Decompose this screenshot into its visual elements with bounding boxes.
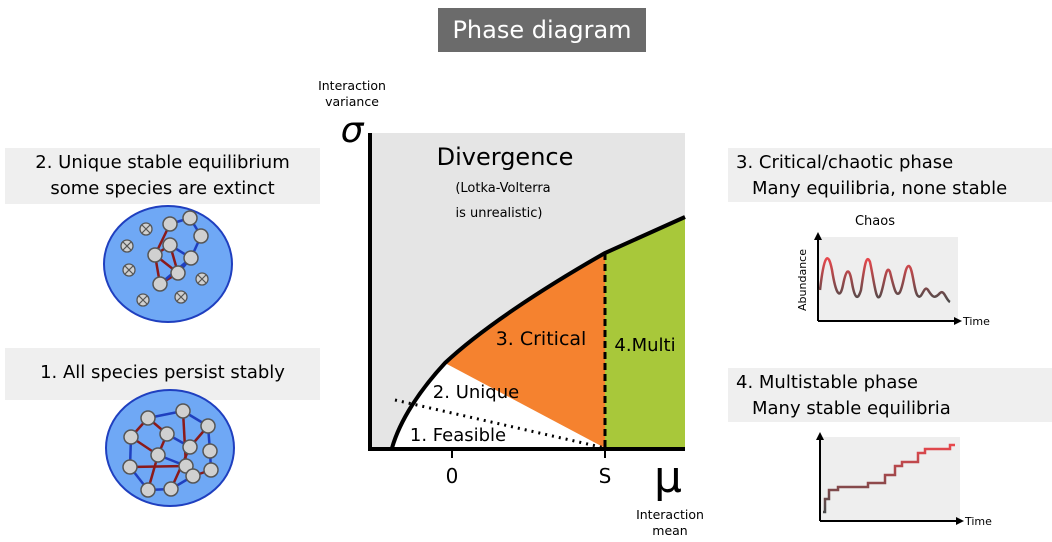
tick-label-s: S <box>599 464 612 488</box>
divergence-note-line2: is unrealistic) <box>456 206 543 221</box>
feasible-label: 1. Feasible <box>410 425 506 446</box>
phase-boundary-curve <box>390 215 686 449</box>
persist-caption: 1. All species persist stably <box>5 348 320 400</box>
y-axis-symbol: σ <box>341 110 365 151</box>
network-persist <box>105 389 235 507</box>
unique-caption: 2. Unique stable equilibrium some specie… <box>5 148 320 204</box>
multi-label: 4.Multi <box>614 335 675 356</box>
critical-region <box>445 253 605 448</box>
critical-caption: 3. Critical/chaotic phase Many equilibri… <box>728 148 1052 202</box>
abundance-label: Abundance <box>796 249 809 311</box>
y-axis-label-line2: variance <box>325 94 379 109</box>
multistable-series-line <box>823 443 955 514</box>
multi-caption: 4. Multistable phase Many stable equilib… <box>728 368 1052 422</box>
persist-caption-text: 1. All species persist stably <box>40 362 285 383</box>
multistable-region <box>605 217 685 448</box>
critical-caption-line2: Many equilibria, none stable <box>752 178 1008 199</box>
time-label: Time <box>962 315 990 328</box>
feasible-boundary-line <box>394 398 606 450</box>
diagram-title: Phase diagram <box>438 8 646 52</box>
unique-caption-line1: 2. Unique stable equilibrium <box>35 152 290 173</box>
unique-label: 2. Unique <box>433 382 519 403</box>
network-unique <box>103 205 233 323</box>
multi-caption-line1: 4. Multistable phase <box>736 372 918 393</box>
x-axis-label-line1: Interaction <box>636 507 704 522</box>
multistable-plot: Time <box>816 432 992 528</box>
time-label-2: Time <box>964 515 992 528</box>
chaos-plot: Chaos Abundance Time <box>796 214 990 328</box>
stable-region <box>392 363 605 448</box>
tick-label-zero: 0 <box>446 464 459 488</box>
x-axis-label-line2: mean <box>652 523 687 538</box>
multi-caption-line2: Many stable equilibria <box>752 398 951 419</box>
divergence-label: Divergence <box>437 143 574 171</box>
unique-caption-line2: some species are extinct <box>50 178 275 199</box>
x-axis-symbol: μ <box>654 452 682 503</box>
divergence-note-line1: (Lotka-Volterra <box>455 181 550 196</box>
chaos-series-line <box>818 257 951 304</box>
chaos-title: Chaos <box>855 214 895 229</box>
critical-label: 3. Critical <box>496 328 587 350</box>
y-axis-label-line1: Interaction <box>318 78 386 93</box>
critical-caption-line1: 3. Critical/chaotic phase <box>736 152 954 173</box>
